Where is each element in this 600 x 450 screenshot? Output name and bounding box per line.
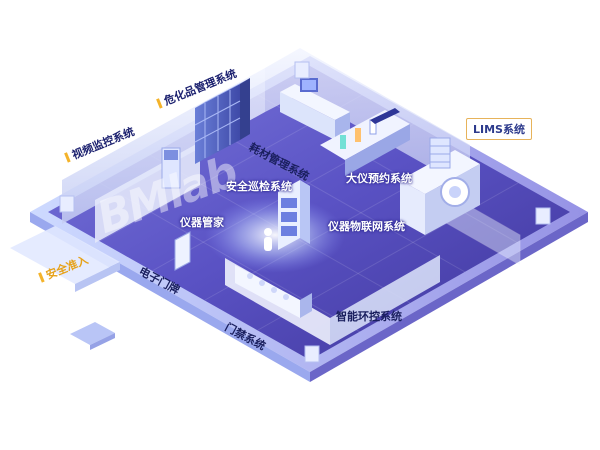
corner-posts: [59, 61, 551, 363]
label-env-control: 智能环控系统: [336, 310, 402, 323]
base-slab-edge-right: [310, 212, 588, 382]
instrument-machine: [400, 137, 480, 235]
partition-wall-right: [330, 255, 440, 345]
lab-bench: [320, 108, 410, 176]
label-instrument-booking: 大仪预约系统: [346, 172, 412, 185]
central-kiosk: [278, 180, 310, 250]
camera-column: [161, 147, 181, 189]
person-figure: [264, 228, 272, 251]
label-instrument-iot: 仪器物联网系统: [328, 220, 405, 233]
front-bench: [235, 265, 312, 318]
doorplate-panel: [174, 231, 191, 271]
label-security-patrol: 安全巡检系统: [226, 180, 292, 193]
hazmat-cabinets: [194, 78, 250, 164]
central-glow: [205, 197, 345, 273]
label-instrument-housekeeper: 仪器管家: [180, 216, 224, 229]
label-lims: LIMS系统: [466, 118, 532, 140]
floating-blocks: [10, 226, 120, 350]
consumables-desk: [280, 78, 350, 140]
